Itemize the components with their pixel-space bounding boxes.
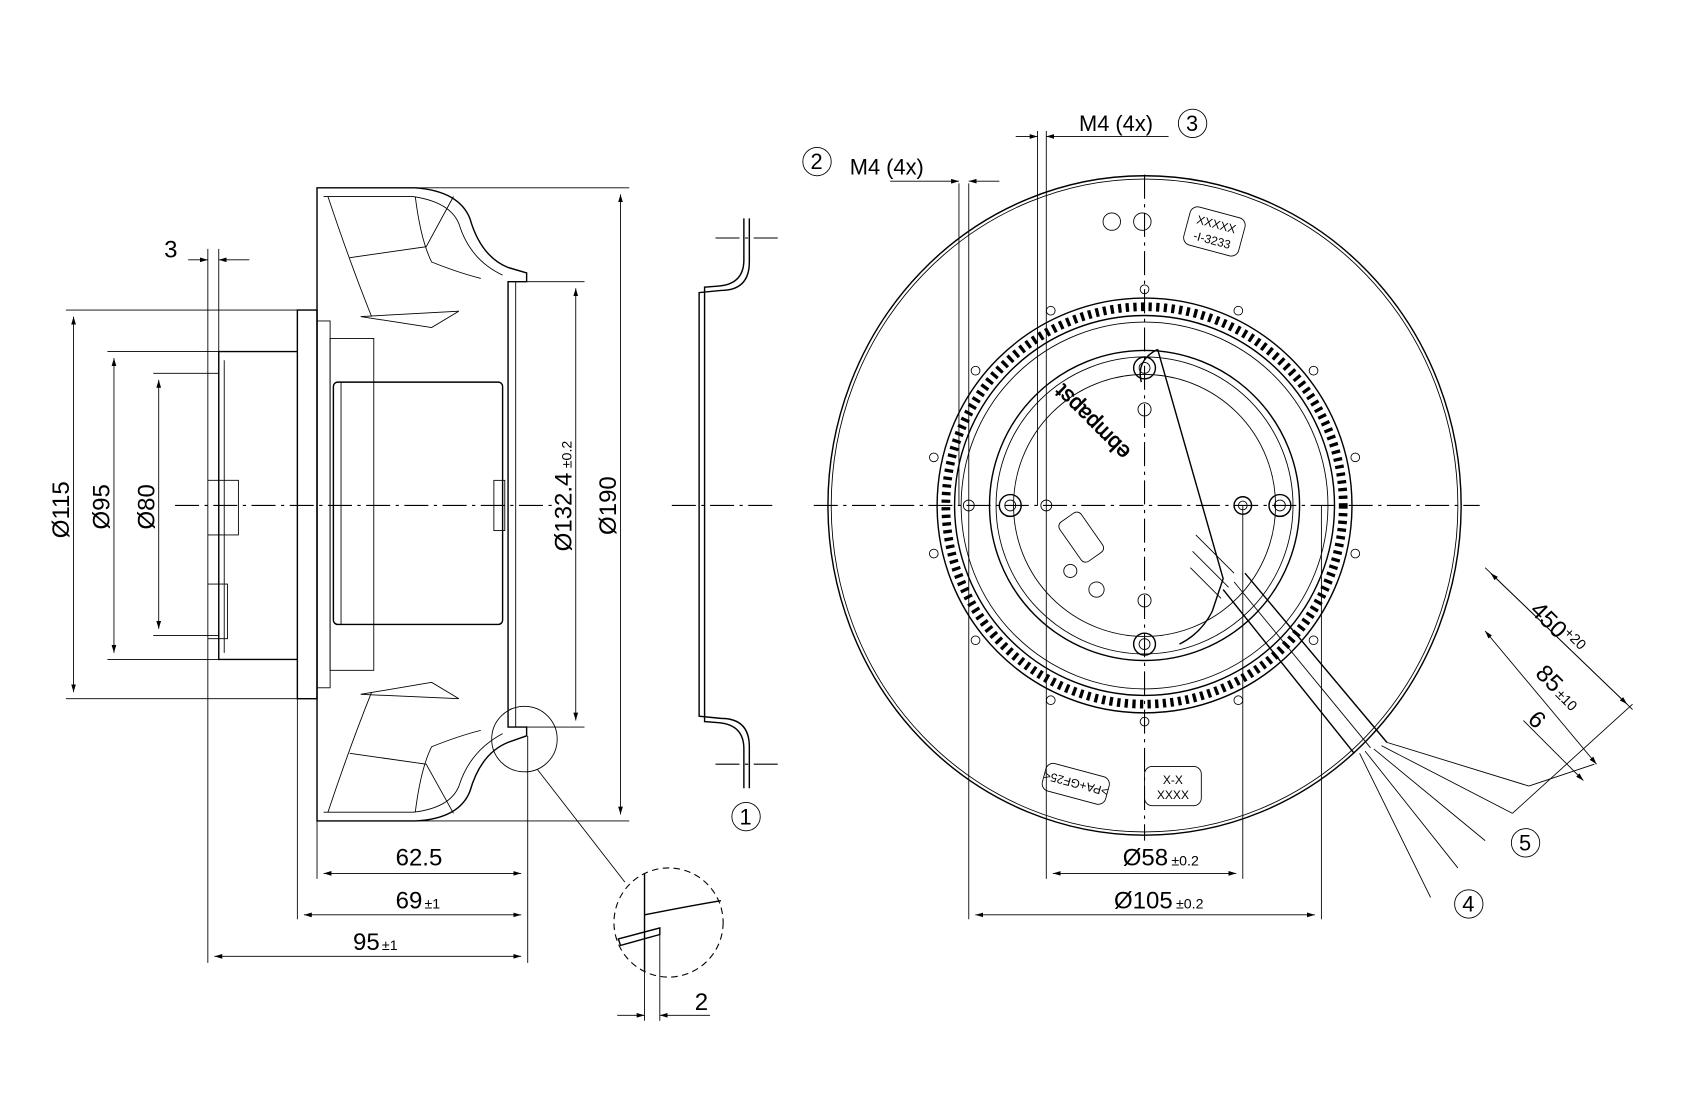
lug — [1139, 716, 1150, 727]
lug — [970, 635, 981, 646]
callout-3-circle — [1177, 108, 1208, 138]
front-view: XXXXX -I-3233 X-X XXXX >PA+GF25< ebmpaps… — [802, 108, 1633, 920]
cable-bracket — [1139, 348, 1224, 645]
thread-m4-3: M4 (4x) — [1079, 111, 1153, 136]
impeller-side — [316, 187, 528, 822]
impeller-backplate — [827, 175, 1462, 836]
callout-1: 1 — [740, 804, 752, 829]
lug — [1233, 305, 1244, 316]
callout-2: 2 — [810, 149, 822, 174]
rotor-plate — [988, 349, 1301, 662]
dim-69: 69±1 — [396, 887, 441, 914]
lug — [1139, 284, 1150, 295]
callout-4: 4 — [1462, 892, 1474, 917]
callout-4-circle — [1454, 889, 1484, 919]
lug — [1308, 635, 1319, 646]
detail-view-circle — [613, 867, 724, 978]
callout-3: 3 — [1186, 111, 1198, 136]
svg-text:X-X: X-X — [1163, 773, 1183, 787]
svg-text:XXXX: XXXX — [1157, 788, 1189, 802]
lug — [1350, 452, 1361, 463]
dim-dia-80: Ø80 — [133, 484, 160, 529]
lug — [928, 548, 939, 559]
callout-5: 5 — [1519, 830, 1531, 855]
lug — [1045, 305, 1056, 316]
dim-dia-132: Ø132.4±0.2 — [550, 441, 577, 552]
blade-ring-outer — [936, 297, 1353, 714]
label-bottom: X-X XXXX — [1144, 765, 1202, 807]
dim-dia-58: Ø58±0.2 — [1123, 845, 1199, 872]
dim-95: 95±1 — [353, 929, 398, 956]
inlet-ring-profile — [671, 218, 778, 789]
motor-flange — [296, 309, 318, 700]
callout-5-circle — [1510, 828, 1541, 858]
detail-marker-circle — [491, 705, 558, 773]
svg-text:>PA+GF25<: >PA+GF25< — [1042, 768, 1110, 799]
lug — [1308, 365, 1319, 376]
dim-cable-450: 450+20 — [1525, 597, 1590, 662]
lug — [1045, 695, 1056, 706]
side-view: 3 Ø115 Ø95 Ø80 Ø132.4±0.2 Ø190 62.5 69±1… — [48, 187, 778, 1021]
callout-2-circle — [802, 146, 832, 177]
cable — [1222, 572, 1529, 898]
dim-dia-105: Ø105±0.2 — [1114, 887, 1204, 914]
dim-cable-6: 6 — [1522, 706, 1551, 735]
lug — [1233, 695, 1244, 706]
lug — [1350, 548, 1361, 559]
thread-m4-2: M4 (4x) — [850, 155, 924, 180]
dim-dia-95: Ø95 — [89, 484, 116, 529]
dim-3: 3 — [164, 237, 177, 264]
motor-body — [332, 381, 504, 626]
ebmpapst-logo: ebmpapst — [1050, 380, 1135, 465]
callout-1-circle — [731, 801, 761, 832]
label-top: XXXXX -I-3233 — [1183, 206, 1246, 257]
label-material: >PA+GF25< — [1041, 762, 1110, 805]
electronics-housing — [218, 350, 298, 661]
dim-dia-115: Ø115 — [48, 481, 75, 538]
lug — [970, 365, 981, 376]
mounting-screws — [962, 212, 1292, 656]
dim-dia-190: Ø190 — [595, 476, 622, 535]
dim-detail-2: 2 — [695, 989, 708, 1016]
lug — [928, 452, 939, 463]
balancing-lugs — [928, 284, 1361, 727]
dim-62-5: 62.5 — [396, 845, 443, 872]
